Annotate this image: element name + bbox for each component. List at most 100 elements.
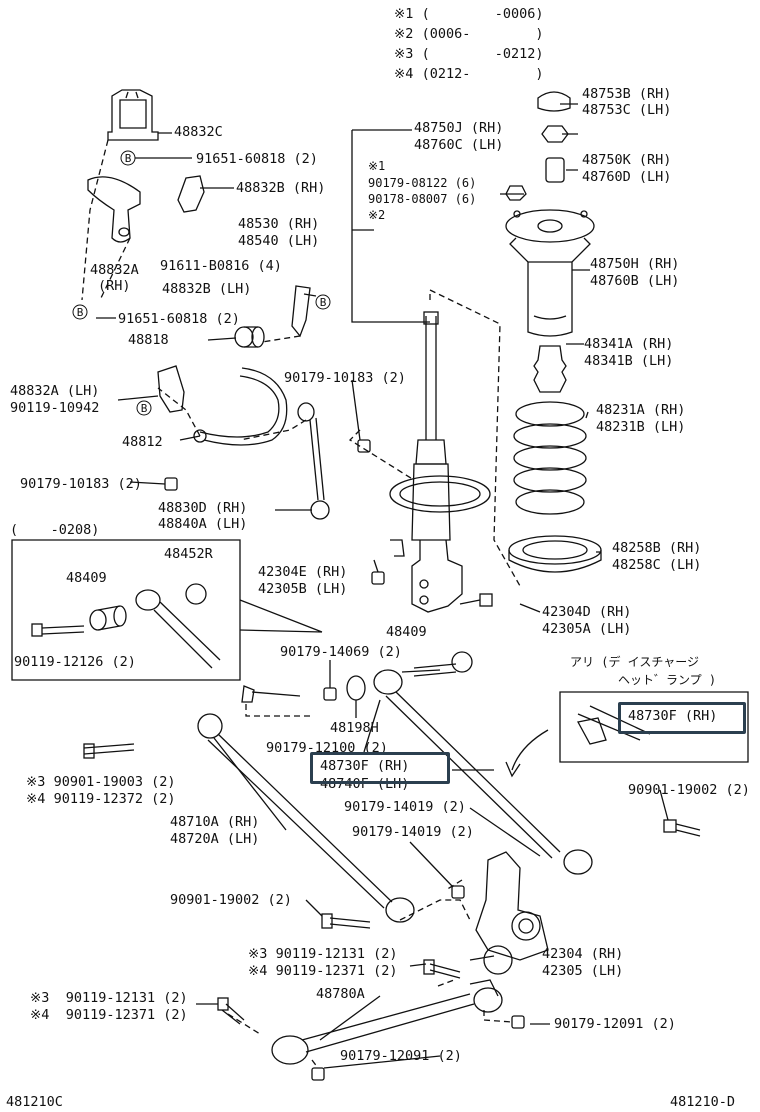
label-48750h: 48750H (RH) [590,256,680,272]
label-90119-12372: ※4 90119-12372 (2) [26,791,176,807]
footer-left-code: 481210C [6,1094,63,1110]
label-42305b: 42305B (LH) [258,581,348,597]
label-42305: 42305 (LH) [542,963,624,979]
label-90179-14069: 90179-14069 (2) [280,644,402,660]
label-90179-08122: 90179-08122 (6) [368,176,477,190]
marker-b-3: B [77,306,84,319]
label-42304e: 42304E (RH) [258,564,348,580]
label-48530: 48530 (RH) [238,216,320,232]
label-48341b: 48341B (LH) [584,353,674,369]
label-48780a: 48780A [316,986,365,1002]
option-part-48730f: 48730F (RH) [628,708,718,724]
label-90119-10942: 90119-10942 [10,400,100,416]
label-48812: 48812 [122,434,163,450]
label-90179-14019-a: 90179-14019 (2) [344,799,466,815]
label-90901-19002-r: 90901-19002 (2) [628,782,750,798]
knuckle-42304 [475,851,549,975]
label-48710a: 48710A (RH) [170,814,260,830]
inset-label-48409: 48409 [66,570,107,586]
label-48730f-highlighted: 48730F (RH) [320,758,410,774]
spring-seat-48258b [508,535,602,573]
label-90179-10183-a: 90179-10183 (2) [284,370,406,386]
label-90179-12091-l: 90179-12091 (2) [340,1048,462,1064]
label-90901-19002-l: 90901-19002 (2) [170,892,292,908]
inset-bushing-48409 [89,605,127,631]
label-48760c: 48760C (LH) [414,137,504,153]
label-48760d: 48760D (LH) [582,169,672,185]
label-90178-08007: 90178-08007 (6) [368,192,477,206]
label-90119-12131-l: ※3 90119-12131 (2) [30,990,188,1006]
bump-stop-48341a [533,345,567,393]
label-90119-12371-l: ※4 90119-12371 (2) [30,1007,188,1023]
nut-90179-10183 [164,439,371,491]
bolt-markers: B B B B [72,150,331,416]
label-48231a: 48231A (RH) [596,402,686,418]
bolt-42304d [459,593,493,607]
bolt-90119-12131-r [423,959,461,979]
inset-arm [135,589,221,669]
clamp-48832a-lh [157,365,185,413]
label-48818: 48818 [128,332,169,348]
label-91611-b0816: 91611-B0816 (4) [160,258,282,274]
bolt-90901-19003 [83,743,135,759]
label-48832c: 48832C [174,124,223,140]
stabilizer-bar-48812 [193,367,288,446]
legend-1: ※1 ( -0006) [394,6,544,22]
label-90179-12091-r: 90179-12091 (2) [554,1016,676,1032]
label-48750j: 48750J (RH) [414,120,504,136]
nut-90179-14069 [323,687,337,701]
nut-90179-14019 [451,885,465,899]
bolt-48409 [413,651,473,677]
inset-bolt [31,623,85,637]
label-48341a: 48341A (RH) [584,336,674,352]
label-91651-60818-a: 91651-60818 (2) [196,151,318,167]
label-48832a: 48832A [90,262,139,278]
label-48409: 48409 [386,624,427,640]
inset-bushing-48452r [185,583,207,605]
label-42304: 42304 (RH) [542,946,624,962]
label-48840a: 48840A (LH) [158,516,248,532]
bracket-48832b-lh [291,285,311,338]
label-48753c: 48753C (LH) [582,102,672,118]
label-48832b-lh: 48832B (LH) [162,281,252,297]
label-note-1: ※1 [368,159,386,173]
label-90179-14019-b: 90179-14019 (2) [352,824,474,840]
nut-90179-08122 [505,185,527,201]
label-highlight-frame [310,752,450,784]
marker-b-1: B [125,152,132,165]
label-91651-60818-b: 91651-60818 (2) [118,311,240,327]
footer-right-code: 481210-D [670,1094,736,1110]
bushing-48818 [234,326,265,348]
label-48832b-rh: 48832B (RH) [236,180,326,196]
label-42304d: 42304D (RH) [542,604,632,620]
label-48258c: 48258C (LH) [612,557,702,573]
option-note-line2: ヘット゛ランプ ) [618,673,717,687]
nut-48750j [541,125,569,143]
bolt-90901-19002-r [663,819,701,837]
legend-3: ※3 ( -0212) [394,46,544,62]
nut-90179-12091-r [511,1015,525,1029]
label-90119-12371-r: ※4 90119-12371 (2) [248,963,398,979]
label-48753b: 48753B (RH) [582,86,672,102]
mount-48750h [505,209,595,337]
inset-date-range: ( -0208) [10,522,100,538]
marker-b-4: B [141,402,148,415]
bracket-48832b-rh [177,175,205,213]
label-48750k: 48750K (RH) [582,152,672,168]
label-48198h: 48198H [330,720,379,736]
label-90179-10183-b: 90179-10183 (2) [20,476,142,492]
inset-label-48452r: 48452R [164,546,213,562]
label-90901-19003: ※3 90901-19003 (2) [26,774,176,790]
option-note-line1: アリ (デ イスチャージ [570,655,699,669]
label-48832a-lh: 48832A (LH) [10,383,100,399]
label-48231b: 48231B (LH) [596,419,686,435]
inset-label-90119-12126: 90119-12126 (2) [14,654,136,670]
option-part-highlight [618,702,746,734]
bracket-90179-12100 [241,685,255,703]
label-note-2: ※2 [368,208,386,222]
label-48760b: 48760B (LH) [590,273,680,289]
label-48540: 48540 (LH) [238,233,320,249]
label-48258b: 48258B (RH) [612,540,702,556]
label-90119-12131-r: ※3 90119-12131 (2) [248,946,398,962]
label-48832a-rh: (RH) [98,278,131,294]
